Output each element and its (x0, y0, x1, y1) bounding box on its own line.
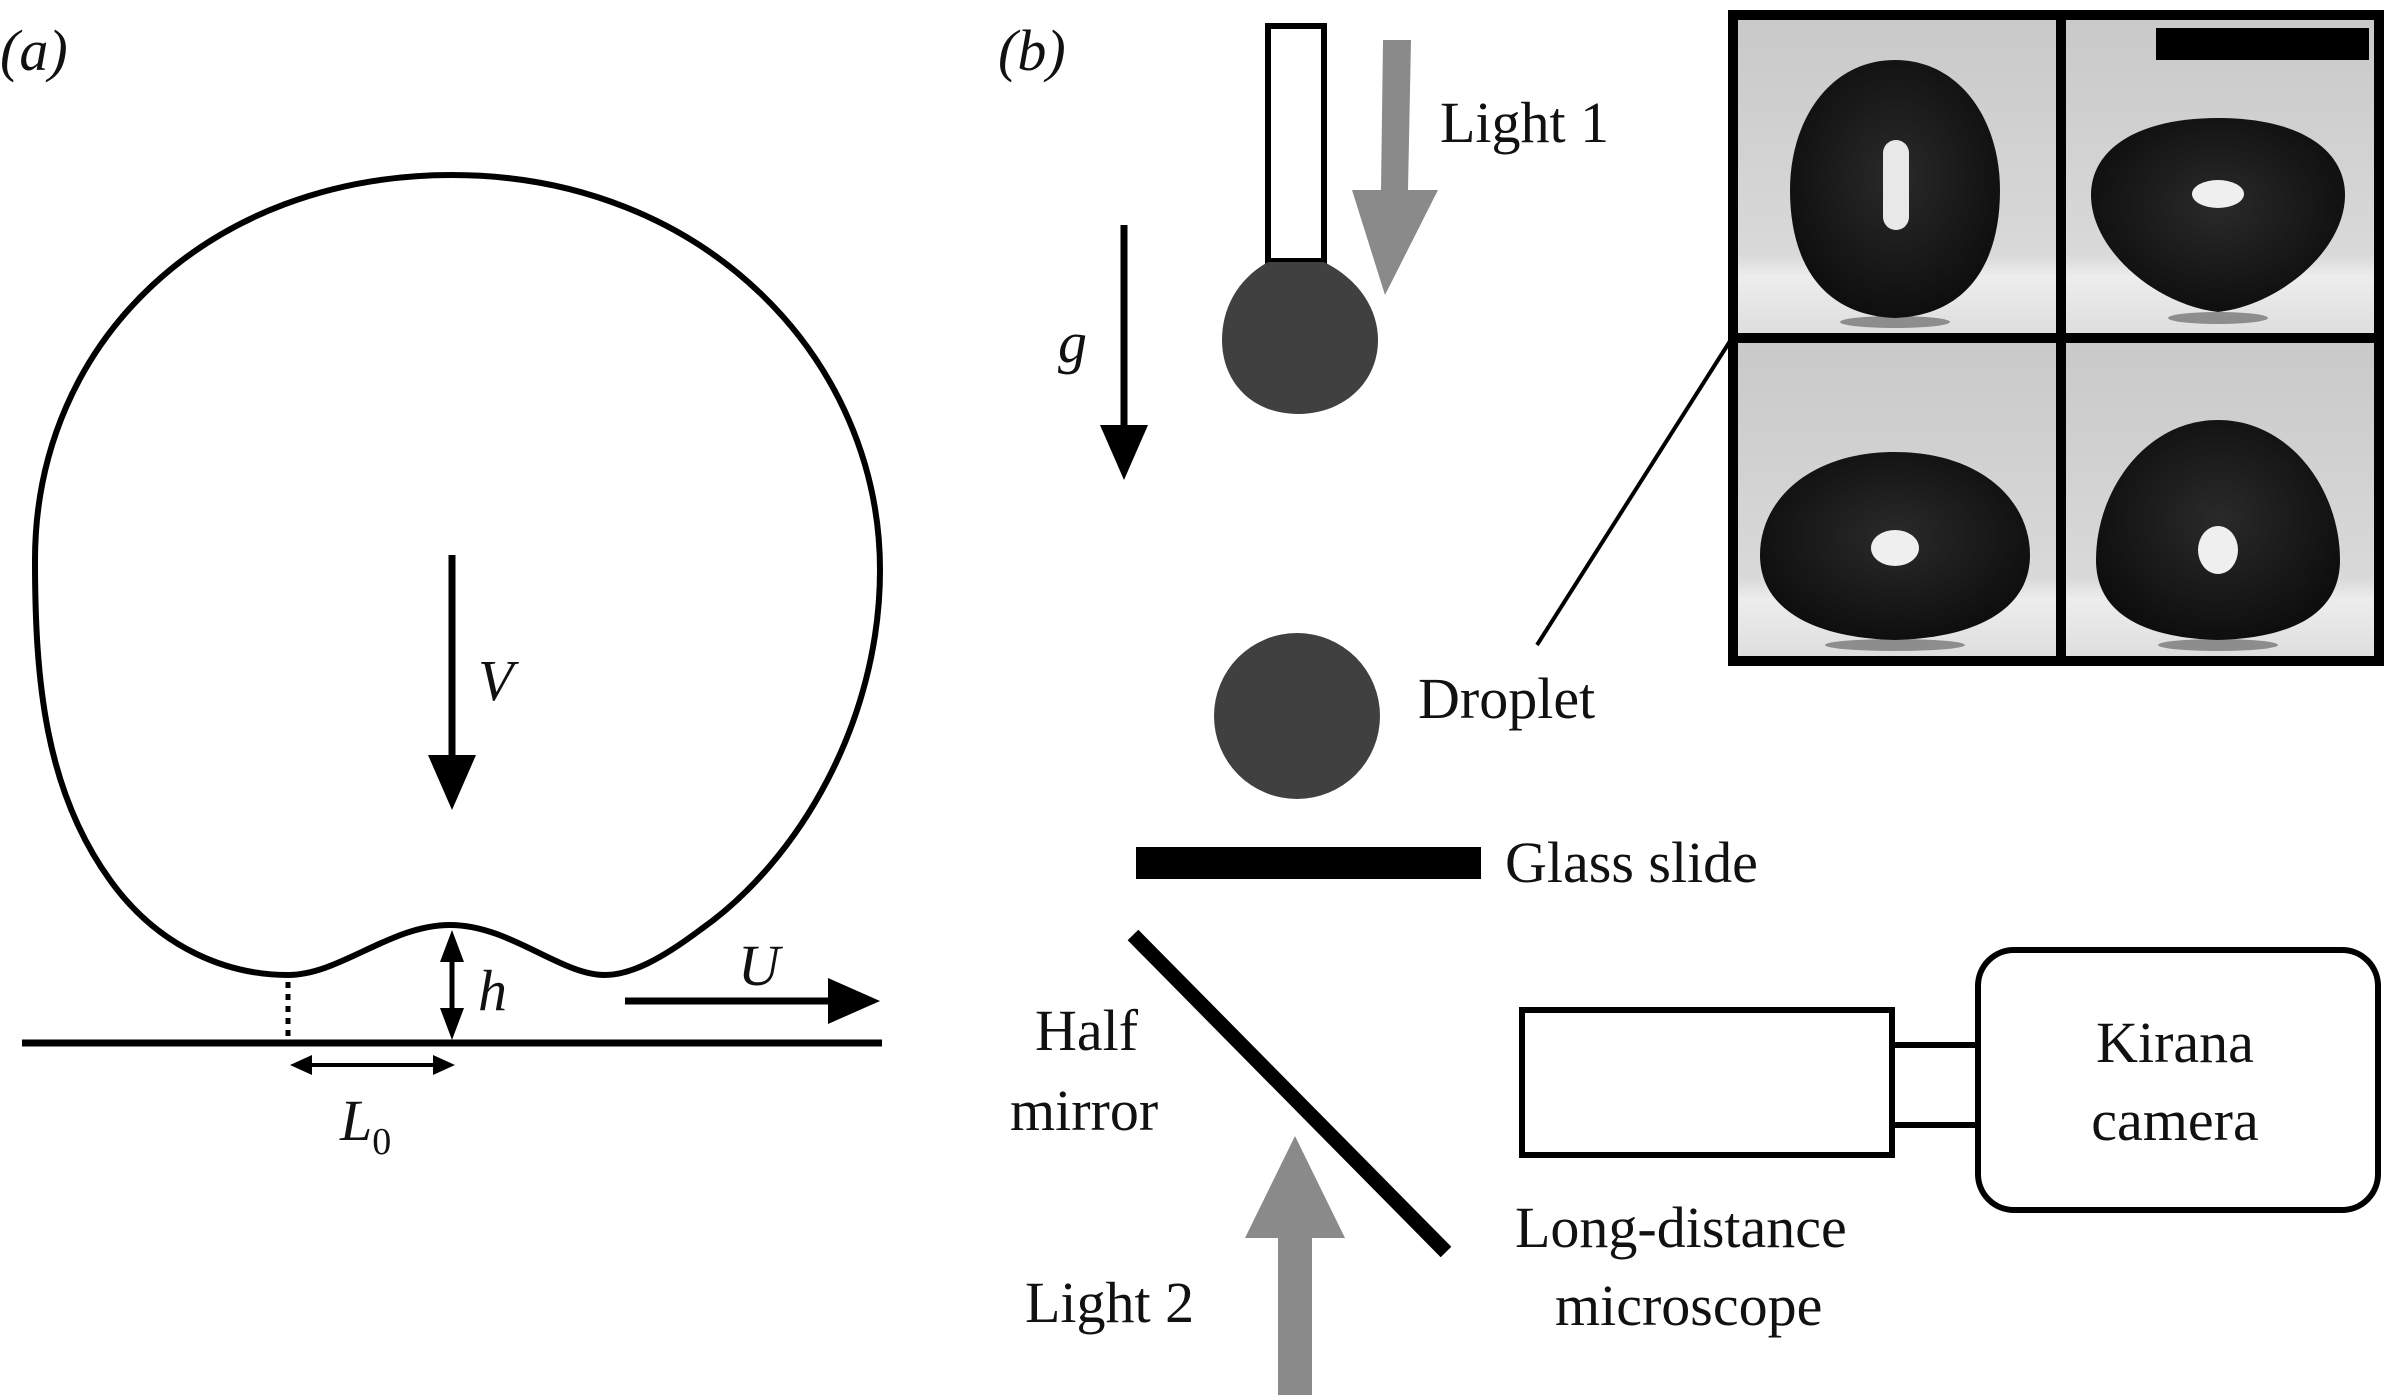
falling-droplet (1214, 633, 1380, 799)
light2-label: Light 2 (1025, 1270, 1194, 1335)
droplet-label: Droplet (1418, 666, 1595, 731)
speed-label: U (738, 933, 784, 998)
velocity-label: V (478, 648, 520, 713)
panel-a-label: (a) (0, 18, 68, 83)
camera-body (1975, 947, 2381, 1213)
light1-arrow (1352, 40, 1438, 295)
panel-b: (b) Light 1 g Droplet Glass slide Half m… (998, 10, 2384, 1395)
photo-cell-1 (1738, 20, 2056, 333)
photo-cell-3 (1738, 343, 2056, 656)
light1-label: Light 1 (1440, 90, 1609, 155)
half-mirror (1127, 929, 1452, 1258)
droplet-photo-inset (1728, 10, 2384, 666)
photo-leader-line (1535, 336, 1734, 647)
height-arrow-head-bottom (440, 1008, 464, 1040)
photo-cell-4 (2066, 343, 2374, 656)
half-mirror-label-line2: mirror (1010, 1078, 1158, 1143)
pendant-droplet (1222, 262, 1378, 414)
length-label-subscript: 0 (372, 1121, 391, 1163)
length-arrow-head-left (290, 1055, 312, 1075)
photo-cell-2 (2066, 20, 2374, 333)
camera-label-line2: camera (2091, 1088, 2258, 1153)
length-arrow-head-right (433, 1055, 455, 1075)
gravity-label: g (1058, 310, 1087, 375)
height-arrow-head-top (440, 930, 464, 962)
panel-b-label: (b) (998, 18, 1066, 83)
speed-arrow-head (828, 978, 880, 1024)
light2-arrow (1245, 1136, 1345, 1395)
microscope-body (1519, 1007, 1895, 1158)
length-label-main: L (339, 1088, 372, 1153)
panel-a: (a) V h U L0 (0, 18, 884, 1163)
microscope-label-line2: microscope (1555, 1273, 1822, 1338)
camera-label-line1: Kirana (2096, 1010, 2254, 1075)
droplet-outline (31, 171, 884, 979)
microscope-label-line1: Long-distance (1515, 1195, 1847, 1260)
photo-scale-bar (2156, 28, 2369, 60)
glass-slide-label: Glass slide (1505, 830, 1758, 895)
half-mirror-label-line1: Half (1035, 998, 1139, 1063)
glass-slide (1136, 847, 1481, 879)
needle (1265, 23, 1327, 264)
height-label: h (478, 958, 507, 1023)
velocity-arrow-head (428, 755, 476, 810)
gravity-arrow-head (1100, 425, 1148, 480)
length-label: L0 (339, 1088, 391, 1163)
